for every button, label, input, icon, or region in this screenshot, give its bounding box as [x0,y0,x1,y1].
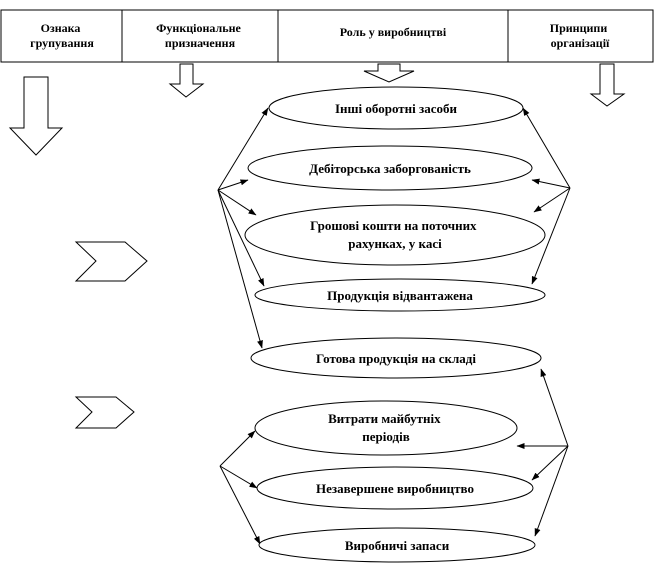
ellipse-work-in-progress: Незавершене виробництво [256,466,534,510]
header-cell-role: Роль у виробництві [340,25,447,39]
svg-text:Інші оборотні засоби: Інші оборотні засоби [335,101,458,116]
ellipse-deferred-expenses: Витрати майбутніх періодів [254,400,518,456]
ellipse-accounts-receivable-label: Дебіторська заборгованість [309,161,471,176]
svg-text:Витрати майбутніх період: Витрати майбутніх періодів [328,411,444,444]
chevron-lower-icon [74,396,135,429]
down-arrow-principles-icon [589,63,626,107]
header-cell-function-line-2: призначення [165,36,236,50]
svg-text:Грошові кошти на поточних: Грошові кошти на поточних рахунках, у ка… [310,218,480,251]
ellipse-finished-goods: Готова продукція на складі [250,337,542,379]
ellipse-other-current-assets: Інші оборотні засоби [268,86,524,130]
svg-text:Дебіторська заборгованість: Дебіторська заборгованість [309,161,471,176]
ellipse-products-shipped: Продукція відвантажена [254,278,546,312]
ellipse-work-in-progress-label: Незавершене виробництво [316,481,474,496]
header-cell-role-line-1: Роль у виробництві [340,25,447,39]
header-cell-function-line-1: Функціональне [156,21,241,35]
ellipse-products-shipped-label: Продукція відвантажена [327,288,473,303]
ellipse-accounts-receivable: Дебіторська заборгованість [247,145,533,191]
ellipse-cash-funds-line-2: рахунках, у касі [348,236,442,251]
svg-text:Готова продукція на складі: Готова продукція на складі [316,351,476,366]
header-cell-grouping-line-2: групування [30,36,94,50]
header-cell-principles: Принципи організації [550,21,611,50]
header-cell-principles-line-2: організації [551,36,610,50]
chevron-upper-icon [74,241,148,282]
connector-lines [217,107,571,545]
svg-text:Виробничі запаси: Виробничі запаси [345,538,450,553]
ellipse-other-current-assets-label: Інші оборотні засоби [335,101,458,116]
ellipse-production-inventory: Виробничі запаси [258,527,536,563]
ellipse-cash-funds: Грошові кошти на поточних рахунках, у ка… [244,204,546,266]
header-cell-grouping-line-1: Ознака [41,21,81,35]
down-arrow-grouping-icon [8,76,64,156]
header-table: Ознака групування Функціональне призначе… [0,9,654,63]
down-arrow-function-icon [168,63,205,98]
ellipse-finished-goods-label: Готова продукція на складі [316,351,476,366]
header-cell-grouping: Ознака групування [30,21,94,50]
header-cell-function: Функціональне призначення [156,21,244,50]
svg-text:Незавершене виробництво: Незавершене виробництво [316,481,474,496]
svg-text:Продукція відвантажена: Продукція відвантажена [327,288,473,303]
down-arrow-role-icon [363,63,415,83]
ellipse-production-inventory-label: Виробничі запаси [345,538,450,553]
ellipse-cash-funds-line-1: Грошові кошти на поточних [310,218,477,233]
ellipse-deferred-expenses-line-2: періодів [362,429,409,444]
ellipse-deferred-expenses-line-1: Витрати майбутніх [328,411,441,426]
header-cell-principles-line-1: Принципи [550,21,608,35]
